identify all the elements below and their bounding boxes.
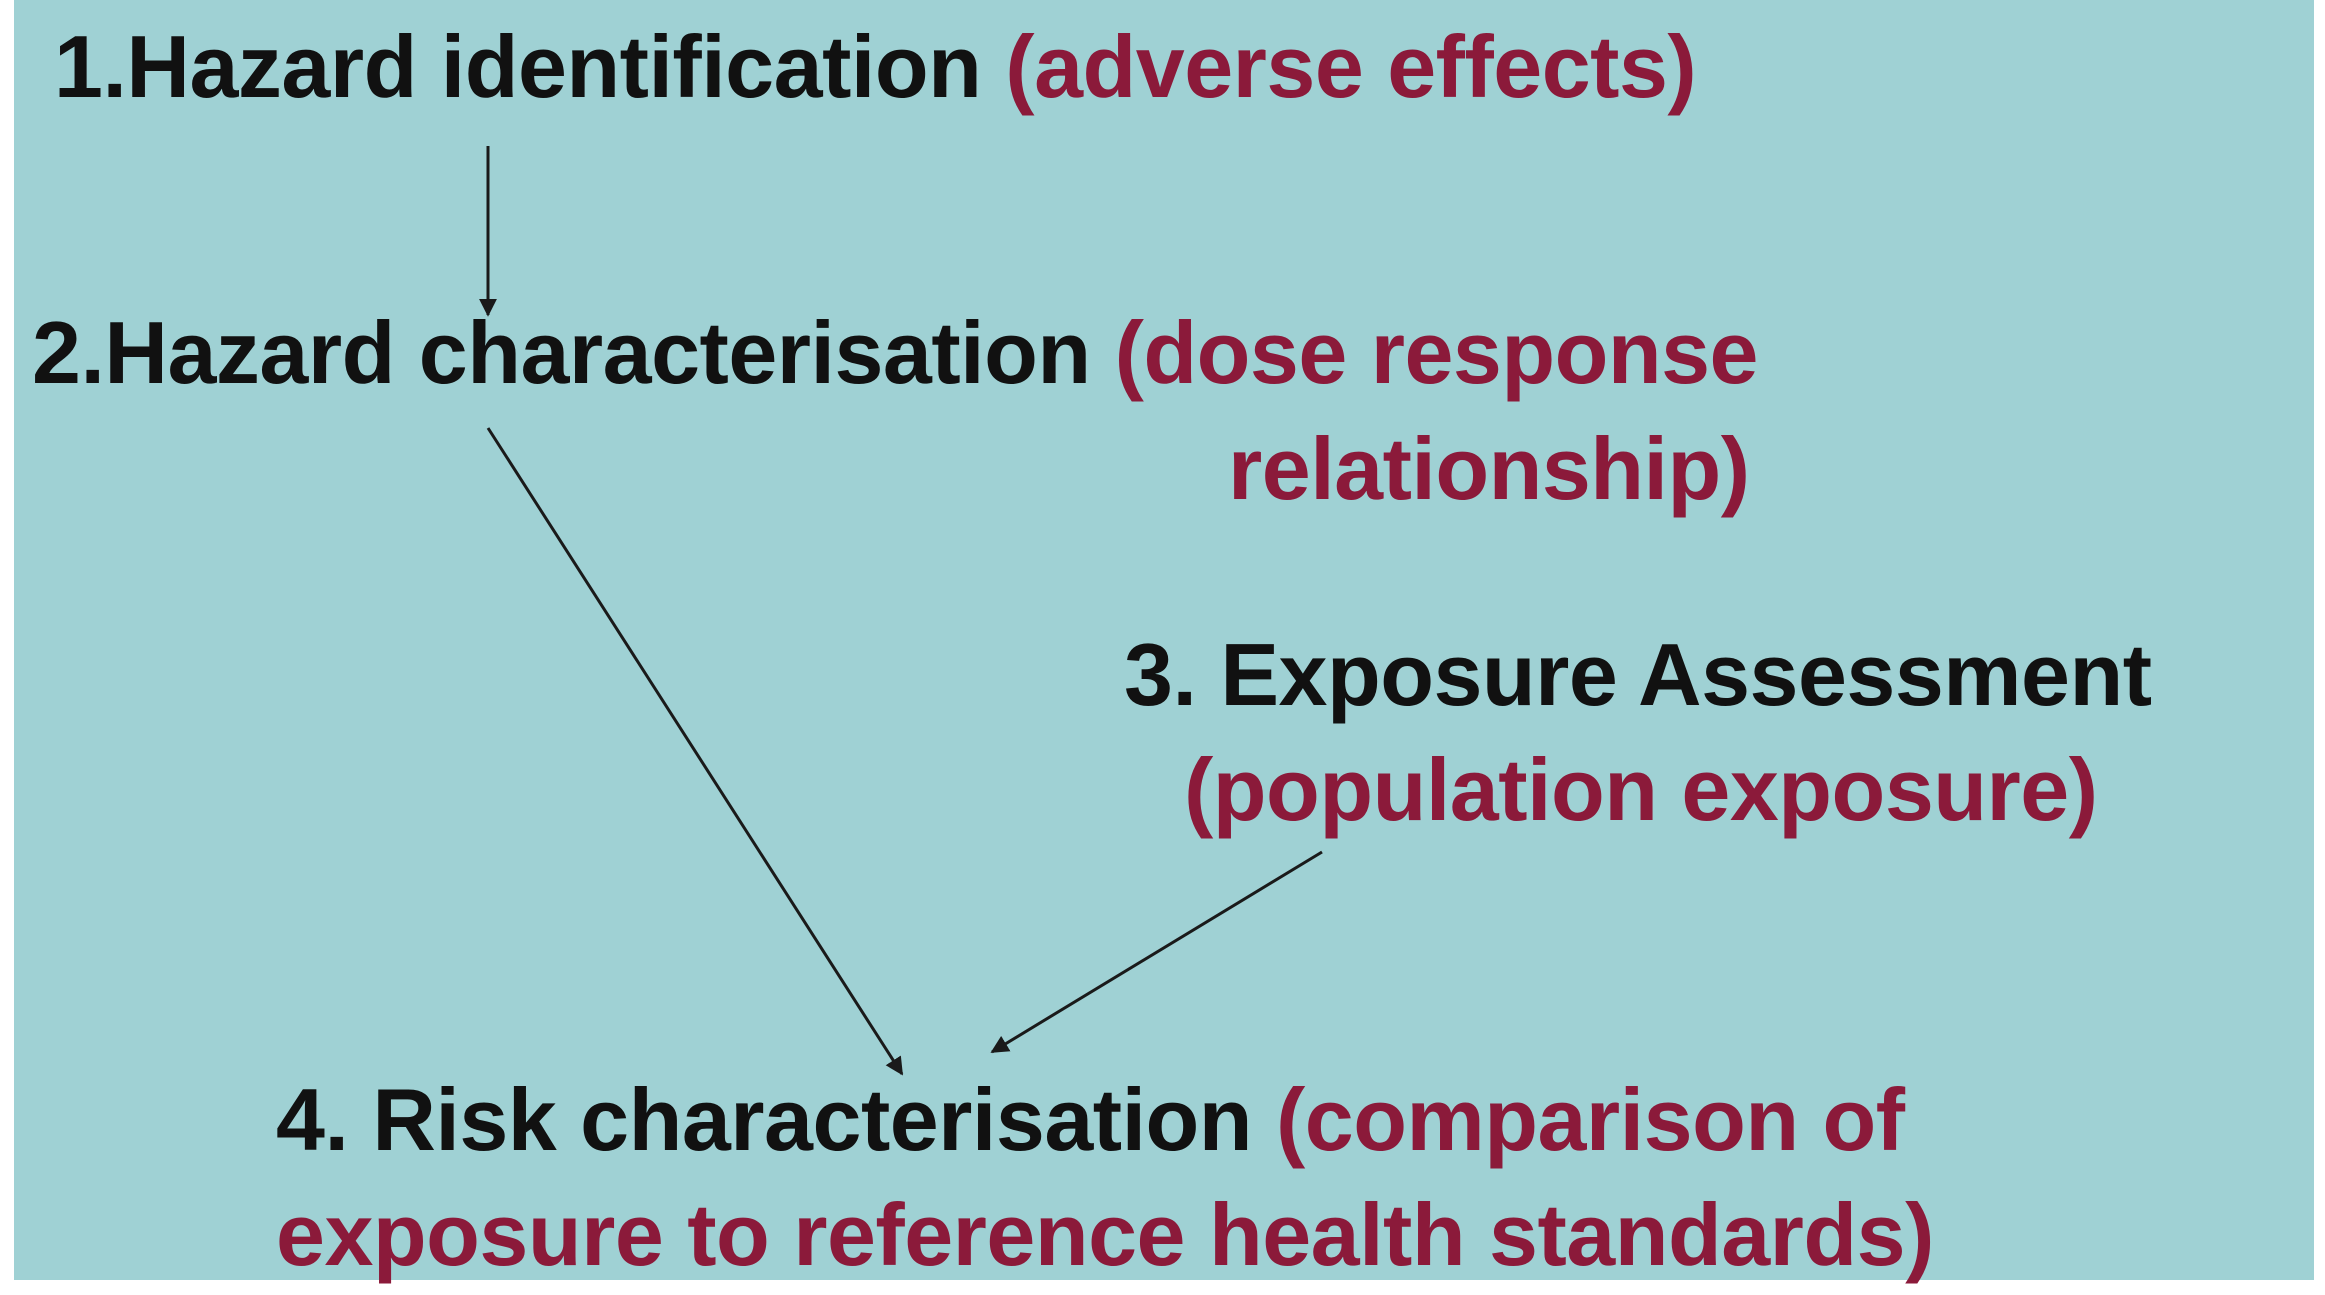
arrow-step2-to-step4 <box>486 427 904 1076</box>
step-hazard-identification: 1.Hazard identification (adverse effects… <box>54 12 1697 122</box>
step-exposure-assessment-detail: (population exposure) <box>1184 740 2098 839</box>
step-risk-characterisation-detail-line2: exposure to reference health standards) <box>276 1185 1934 1284</box>
arrow-layer <box>479 146 1323 1076</box>
step-hazard-characterisation-detail-line1: (dose response <box>1114 303 1759 402</box>
diagram-canvas: 1.Hazard identification (adverse effects… <box>14 0 2314 1284</box>
step-exposure-assessment-label: 3. Exposure Assessment <box>1124 625 2152 724</box>
step-hazard-identification-detail: (adverse effects) <box>1005 17 1697 116</box>
step-hazard-characterisation: 2.Hazard characterisation (dose response <box>32 298 1759 408</box>
step-risk-characterisation: 4. Risk characterisation (comparison of <box>276 1065 1905 1175</box>
step-hazard-characterisation-detail-line2: relationship) <box>1228 419 1750 518</box>
step-risk-characterisation-label: 4. Risk characterisation <box>276 1070 1253 1169</box>
arrow-step3-to-step4 <box>990 850 1323 1054</box>
step-risk-characterisation-detail-line1: (comparison of <box>1275 1070 1905 1169</box>
step-hazard-characterisation-label: 2.Hazard characterisation <box>32 303 1091 402</box>
step-hazard-identification-label: 1.Hazard identification <box>54 17 982 116</box>
